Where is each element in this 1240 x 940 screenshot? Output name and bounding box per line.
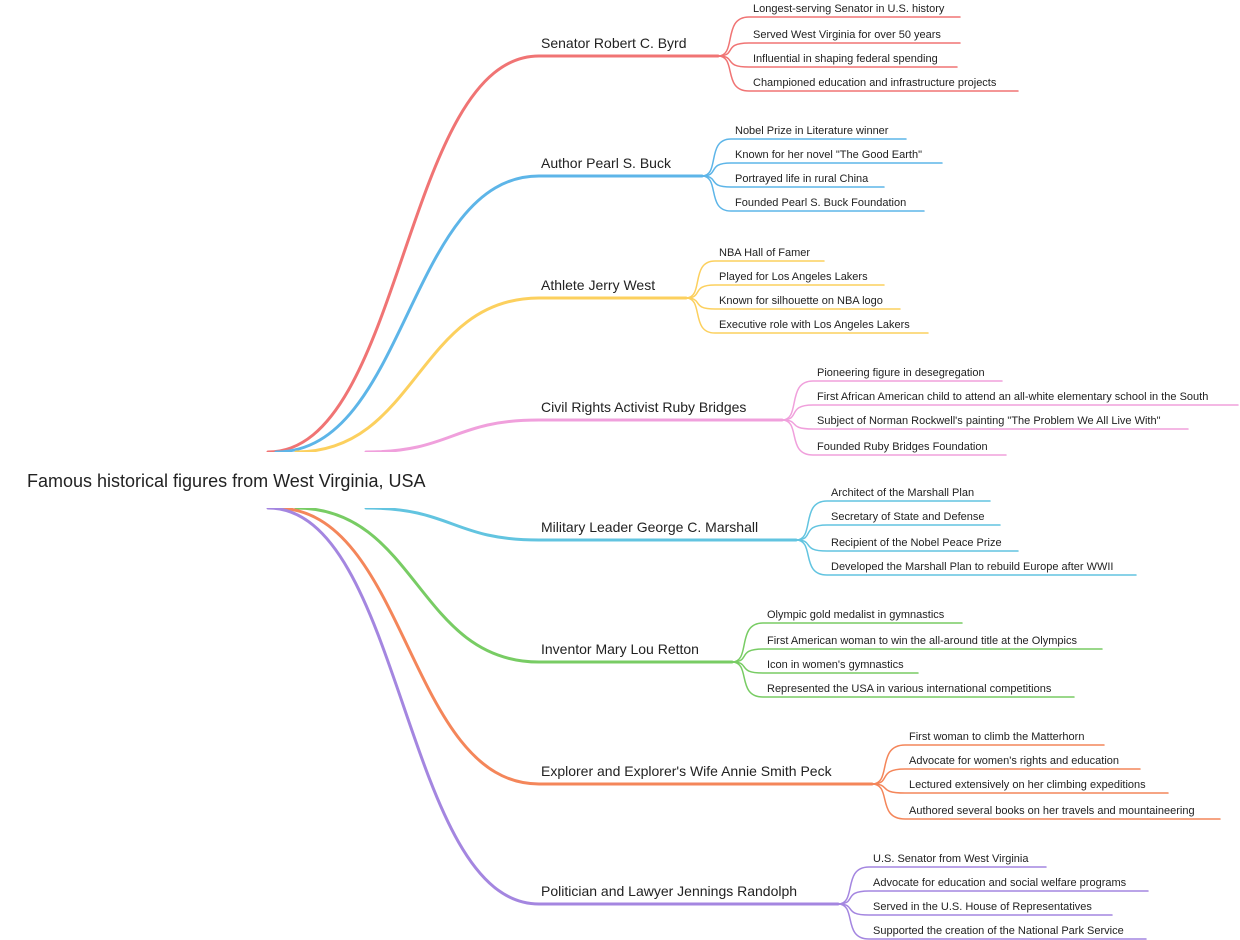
leaf-label: Authored several books on her travels an…: [909, 805, 1195, 817]
leaf-label: Nobel Prize in Literature winner: [735, 125, 889, 137]
leaf-label: Longest-serving Senator in U.S. history: [753, 3, 945, 15]
leaf-label: Supported the creation of the National P…: [873, 925, 1124, 937]
branch-label: Civil Rights Activist Ruby Bridges: [541, 399, 746, 415]
leaf-connector: [795, 500, 991, 541]
branch-label: Senator Robert C. Byrd: [541, 35, 687, 51]
root-node: Famous historical figures from West Virg…: [2, 452, 468, 508]
leaf-label: Pioneering figure in desegregation: [817, 367, 985, 379]
leaf-connector: [717, 16, 961, 57]
leaf-connector: [717, 42, 961, 57]
branch-connector: [274, 506, 874, 786]
branch-connector: [274, 174, 704, 454]
leaf-label: Advocate for women's rights and educatio…: [909, 755, 1119, 767]
leaf-label: Served West Virginia for over 50 years: [753, 29, 941, 41]
leaf-label: Known for her novel "The Good Earth": [735, 149, 922, 161]
leaf-label: Played for Los Angeles Lakers: [719, 271, 868, 283]
leaf-label: Served in the U.S. House of Representati…: [873, 901, 1092, 913]
branch-connector: [364, 506, 798, 542]
branch-connector: [294, 506, 734, 664]
leaf-connector: [795, 539, 1137, 576]
branch-connector: [266, 506, 840, 906]
leaf-label: Advocate for education and social welfar…: [873, 877, 1127, 889]
leaf-label: Influential in shaping federal spending: [753, 53, 938, 65]
branch-connector: [364, 418, 784, 454]
leaf-label: Subject of Norman Rockwell's painting "T…: [817, 415, 1161, 427]
branch-label: Politician and Lawyer Jennings Randolph: [541, 883, 797, 899]
leaf-connector: [795, 524, 1001, 541]
leaf-connector: [781, 380, 1003, 421]
leaf-connector: [837, 866, 1047, 905]
leaf-label: First woman to climb the Matterhorn: [909, 731, 1084, 743]
root-label: Famous historical figures from West Virg…: [27, 471, 425, 491]
leaf-label: Developed the Marshall Plan to rebuild E…: [831, 561, 1113, 573]
leaf-label: First American woman to win the all-arou…: [767, 635, 1077, 647]
branch-label: Inventor Mary Lou Retton: [541, 641, 699, 657]
leaf-connector: [837, 890, 1149, 905]
leaf-connector: [781, 404, 1239, 421]
leaf-label: Championed education and infrastructure …: [753, 77, 997, 89]
leaf-connector: [871, 783, 1221, 820]
branch-connector: [294, 296, 688, 454]
leaf-connector: [685, 297, 929, 334]
leaf-connector: [701, 175, 925, 212]
leaf-label: NBA Hall of Famer: [719, 247, 810, 259]
branch-label: Athlete Jerry West: [541, 277, 655, 293]
leaf-connector: [871, 783, 1169, 794]
leaf-label: U.S. Senator from West Virginia: [873, 853, 1029, 865]
leaf-connector: [731, 648, 1103, 663]
branch-connector: [266, 54, 720, 454]
leaf-label: Known for silhouette on NBA logo: [719, 295, 883, 307]
leaf-connector: [701, 138, 907, 177]
branch-label: Author Pearl S. Buck: [541, 155, 672, 171]
leaf-label: Represented the USA in various internati…: [767, 683, 1052, 695]
leaf-connector: [731, 622, 963, 663]
leaf-label: First African American child to attend a…: [817, 391, 1208, 403]
leaf-label: Portrayed life in rural China: [735, 173, 869, 185]
leaf-label: Lectured extensively on her climbing exp…: [909, 779, 1146, 791]
edges-layer: [266, 16, 1239, 940]
leaf-connector: [685, 284, 885, 299]
nodes-layer: Senator Robert C. Byrd Longest-serving Se…: [541, 3, 1208, 937]
leaf-label: Founded Ruby Bridges Foundation: [817, 441, 988, 453]
branch-label: Military Leader George C. Marshall: [541, 519, 758, 535]
branch-label: Explorer and Explorer's Wife Annie Smith…: [541, 763, 833, 779]
leaf-connector: [871, 744, 1105, 785]
leaf-label: Secretary of State and Defense: [831, 511, 984, 523]
leaf-label: Olympic gold medalist in gymnastics: [767, 609, 945, 621]
leaf-label: Icon in women's gymnastics: [767, 659, 904, 671]
leaf-label: Architect of the Marshall Plan: [831, 487, 974, 499]
leaf-connector: [701, 162, 943, 177]
leaf-connector: [685, 260, 825, 299]
leaf-label: Recipient of the Nobel Peace Prize: [831, 537, 1002, 549]
leaf-connector: [717, 55, 1019, 92]
leaf-label: Executive role with Los Angeles Lakers: [719, 319, 910, 331]
leaf-connector: [781, 419, 1007, 456]
leaf-label: Founded Pearl S. Buck Foundation: [735, 197, 906, 209]
leaf-connector: [871, 768, 1141, 785]
root-node-background: [2, 452, 468, 508]
leaf-connector: [731, 661, 1075, 698]
leaf-connector: [837, 903, 1147, 940]
